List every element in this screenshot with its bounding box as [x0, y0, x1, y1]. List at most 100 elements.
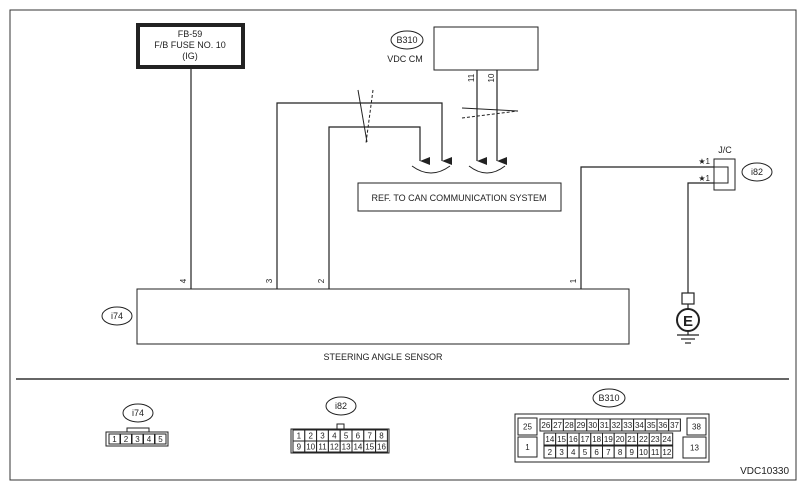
b310-pin-label: 22 — [639, 435, 648, 444]
vdc-module: B310 VDC CM 11 10 — [387, 26, 539, 82]
b310-pin-cell — [660, 432, 674, 446]
wire-pin3 — [276, 102, 452, 289]
b310-pin-label: 19 — [604, 435, 613, 444]
i82-pin-label: 11 — [318, 443, 327, 452]
twisted-pair-marks — [357, 89, 519, 174]
steering-angle-sensor: i74 4 3 2 1 STEERING ANGLE SENSOR — [101, 278, 630, 362]
b310-pin-cell — [686, 417, 707, 436]
b310-pin-label: 17 — [580, 435, 589, 444]
i82-pin-label: 2 — [308, 432, 313, 441]
b310-pin-label: 5 — [583, 448, 588, 457]
b310-pin-label: 16 — [569, 435, 578, 444]
ground-label: E — [683, 313, 693, 330]
i82-pin-label: 12 — [330, 443, 339, 452]
vdc-pin-11: 11 — [467, 73, 476, 82]
i82-pin-label: 7 — [367, 432, 372, 441]
b310-pin-label: 9 — [630, 448, 635, 457]
sensor-pin-2: 2 — [317, 278, 326, 283]
ref-box-label: REF. TO CAN COMMUNICATION SYSTEM — [371, 193, 546, 203]
b310-pin-label: 15 — [557, 435, 566, 444]
i82-pin-cell — [375, 440, 388, 453]
b310-pin-label: 1 — [525, 443, 530, 452]
b310-pin-label: 10 — [639, 448, 648, 457]
i82-pin-label: 5 — [344, 432, 349, 441]
i74-pin-label: 4 — [147, 435, 152, 444]
b310-pin-label: 34 — [635, 421, 644, 430]
b310-pin-label: 31 — [600, 421, 609, 430]
b310-pin-cell — [660, 445, 674, 459]
connector-i74-title: i74 — [132, 408, 144, 418]
jc-mark-1: ★1 — [698, 157, 710, 166]
i82-pin-label: 8 — [379, 432, 384, 441]
b310-pin-cell — [682, 436, 707, 459]
b310-pin-cell — [668, 418, 681, 432]
b310-pin-label: 28 — [565, 421, 574, 430]
wire-pin2 — [328, 126, 430, 289]
fuse-label-2: F/B FUSE NO. 10 — [154, 40, 226, 50]
jc-label: J/C — [718, 145, 732, 155]
i82-pin-label: 13 — [342, 443, 351, 452]
b310-pin-label: 14 — [545, 435, 554, 444]
i82-pin-label: 3 — [320, 432, 325, 441]
b310-pin-label: 23 — [651, 435, 660, 444]
vdc-pin-10: 10 — [487, 73, 496, 82]
b310-pin-label: 25 — [523, 423, 532, 432]
i82-pin-label: 16 — [377, 443, 386, 452]
i74-pin-label: 1 — [112, 435, 117, 444]
b310-pin-label: 30 — [588, 421, 597, 430]
i82-pin-label: 9 — [297, 443, 302, 452]
b310-pin-label: 8 — [618, 448, 623, 457]
b310-pin-label: 21 — [627, 435, 636, 444]
sensor-pin-1: 1 — [569, 278, 578, 283]
wire-ground — [687, 182, 714, 293]
i82-pin-label: 15 — [365, 443, 374, 452]
b310-pin-label: 7 — [606, 448, 611, 457]
b310-pin-label: 32 — [612, 421, 621, 430]
b310-pin-label: 33 — [623, 421, 632, 430]
i82-pin-label: 1 — [297, 432, 302, 441]
wires — [190, 67, 714, 293]
i82-pin-label: 14 — [353, 443, 362, 452]
i74-pin-label: 2 — [124, 435, 129, 444]
fuse-label-3: (IG) — [182, 51, 198, 61]
jc-mark-2: ★1 — [698, 174, 710, 183]
sensor-pin-3: 3 — [265, 278, 274, 283]
i82-pin-label: 4 — [332, 432, 337, 441]
b310-pin-label: 2 — [548, 448, 553, 457]
i82-pin-label: 10 — [306, 443, 315, 452]
b310-pin-label: 12 — [662, 448, 671, 457]
connector-i82-title: i82 — [335, 401, 347, 411]
b310-pin-label: 11 — [651, 448, 660, 457]
b310-pin-label: 24 — [662, 435, 671, 444]
outer-frame — [9, 9, 797, 481]
b310-pin-label: 37 — [670, 421, 679, 430]
i74-pin-cell — [154, 433, 167, 445]
b310-pin-cell — [517, 436, 538, 458]
b310-pin-label: 38 — [692, 423, 701, 432]
i74-pin-label: 5 — [158, 435, 163, 444]
b310-pin-label: 18 — [592, 435, 601, 444]
b310-pin-cell — [517, 417, 538, 436]
vdc-label: VDC CM — [387, 54, 423, 64]
joint-connector: J/C ★1 ★1 i82 — [698, 145, 773, 191]
b310-pin-label: 36 — [658, 421, 667, 430]
figure-id: VDC10330 — [740, 466, 789, 477]
b310-pin-label: 35 — [647, 421, 656, 430]
sensor-connector-label: i74 — [111, 311, 123, 321]
jc-connector-label: i82 — [751, 167, 763, 177]
b310-pin-label: 13 — [690, 444, 699, 453]
wire-pin1 — [580, 166, 714, 289]
ref-box: REF. TO CAN COMMUNICATION SYSTEM — [357, 182, 562, 212]
ground-symbol: E — [676, 292, 700, 344]
i74-pin-label: 3 — [135, 435, 140, 444]
sensor-label: STEERING ANGLE SENSOR — [323, 352, 443, 362]
b310-pin-label: 6 — [594, 448, 599, 457]
fuse-box: FB-59 F/B FUSE NO. 10 (IG) — [136, 23, 245, 69]
i82-pin-label: 6 — [356, 432, 361, 441]
b310-pin-label: 4 — [571, 448, 576, 457]
b310-pin-label: 27 — [553, 421, 562, 430]
b310-pin-label: 26 — [541, 421, 550, 430]
